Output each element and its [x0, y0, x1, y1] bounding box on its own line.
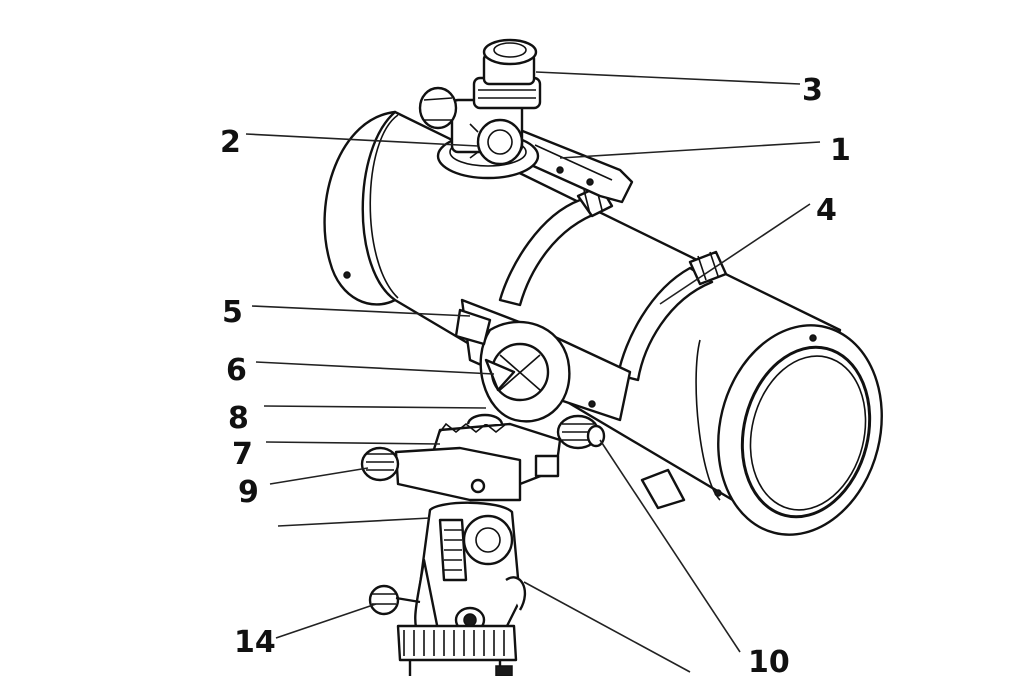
leader-line-4	[659, 203, 811, 305]
eyepiece	[472, 38, 542, 110]
callout-10: 10	[748, 645, 790, 676]
leader-line-9	[269, 467, 369, 485]
tube-ring-front	[616, 250, 728, 510]
azimuth-head	[394, 413, 562, 502]
callout-5: 5	[222, 295, 243, 330]
leader-line-2	[245, 133, 479, 147]
pan-knob	[360, 446, 400, 482]
leader-line-10b	[523, 581, 691, 673]
leader-line-3	[535, 71, 801, 85]
focuser-knobs	[418, 86, 524, 166]
leader-line-5	[251, 305, 471, 317]
callout-labels: 1 2 3 4 5 6 7 8 9 10 14	[220, 73, 851, 676]
lock-knob-left	[368, 584, 421, 616]
callout-8: 8	[228, 401, 249, 436]
callout-1: 1	[830, 133, 851, 168]
callout-9: 9	[238, 475, 259, 510]
leader-line-8	[263, 405, 487, 409]
leader-line-1	[559, 141, 821, 159]
leader-line-7	[265, 441, 441, 445]
telescope-tube	[323, 110, 883, 536]
callout-14: 14	[234, 625, 276, 660]
callout-3: 3	[802, 73, 823, 108]
leader-line-14	[275, 603, 377, 639]
callout-7: 7	[232, 437, 253, 472]
altitude-mount	[454, 298, 632, 423]
leader-line-6	[255, 361, 495, 375]
callout-4: 4	[816, 193, 837, 228]
callout-6: 6	[226, 353, 247, 388]
leader-line-unlabeled	[277, 517, 431, 527]
leader-line-10a	[599, 439, 741, 653]
tilt-gear-housing	[414, 501, 527, 642]
leader-lines	[245, 71, 821, 673]
callout-2: 2	[220, 125, 241, 160]
tripod-collar	[396, 624, 518, 676]
